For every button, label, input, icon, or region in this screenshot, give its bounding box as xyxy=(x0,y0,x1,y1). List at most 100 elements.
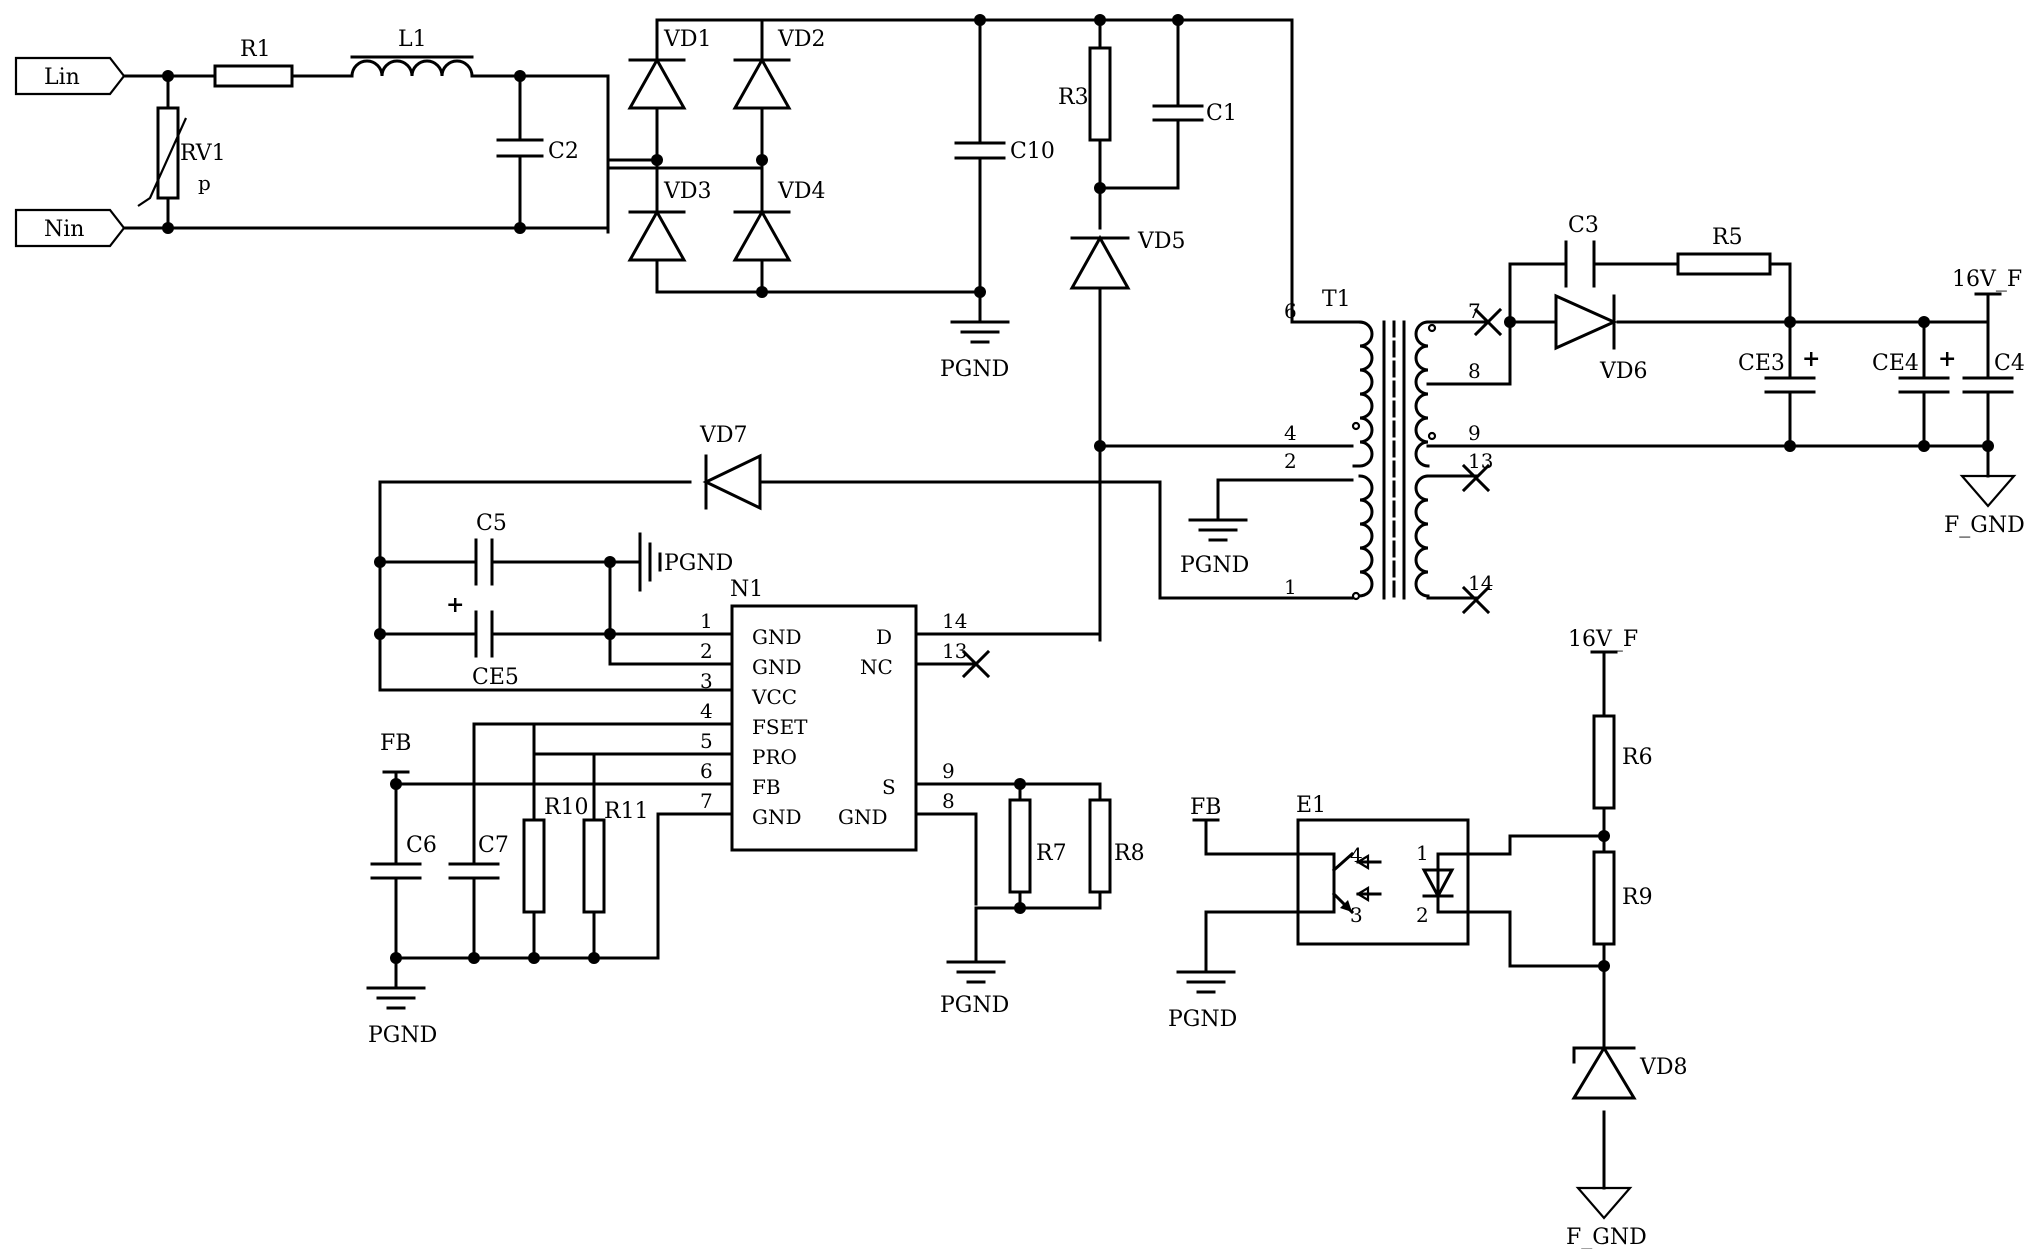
capacitor-c10: C10 xyxy=(956,20,1055,320)
resistor-r9: R9 xyxy=(1594,852,1653,944)
input-ports: Lin Nin xyxy=(16,58,124,246)
transformer-t1: T1 6 4 2 1 7 8 9 13 14 xyxy=(1284,287,1493,599)
svg-text:D: D xyxy=(876,625,892,649)
capacitor-c7: C7 xyxy=(450,833,509,878)
fgnd-symbol-2: F_GND xyxy=(1566,1188,1647,1249)
ic-n1: N1 GND GND VCC FSET PRO FB GND 1 2 3 4 5… xyxy=(700,577,967,850)
svg-text:S: S xyxy=(882,775,896,799)
svg-text:+: + xyxy=(1938,346,1956,372)
svg-text:1: 1 xyxy=(1416,841,1429,865)
svg-text:2: 2 xyxy=(1284,449,1297,473)
r1-label: R1 xyxy=(240,37,271,62)
svg-text:GND: GND xyxy=(752,655,802,679)
capacitor-c1: C1 xyxy=(1154,101,1237,126)
zener-vd8: VD8 xyxy=(1574,1048,1688,1098)
pgnd-symbol-6: PGND xyxy=(1168,972,1237,1032)
c2-label: C2 xyxy=(548,139,579,164)
r6-label: R6 xyxy=(1622,745,1653,770)
bridge-wiring xyxy=(608,20,1360,322)
svg-text:4: 4 xyxy=(1350,843,1363,867)
r3-label: R3 xyxy=(1058,85,1089,110)
svg-text:2: 2 xyxy=(700,639,713,663)
c10-label: C10 xyxy=(1010,139,1055,164)
svg-text:14: 14 xyxy=(942,609,967,633)
svg-text:6: 6 xyxy=(700,759,713,783)
svg-text:VCC: VCC xyxy=(751,685,797,709)
l1-label: L1 xyxy=(398,27,427,52)
svg-text:4: 4 xyxy=(700,699,713,723)
pgnd-label-5: PGND xyxy=(940,993,1009,1018)
pgnd-symbol-4: PGND xyxy=(368,988,437,1048)
resistor-r3: R3 xyxy=(1058,48,1110,140)
c5-label: C5 xyxy=(476,511,507,536)
capacitor-c5: C5 xyxy=(476,511,507,584)
svg-text:PRO: PRO xyxy=(752,745,797,769)
inductor-l1: L1 xyxy=(352,27,472,76)
v16-label-2: 16V_F xyxy=(1568,627,1638,652)
capacitor-c3: C3 xyxy=(1566,213,1599,286)
svg-text:NC: NC xyxy=(860,655,893,679)
vd3-label: VD3 xyxy=(663,179,712,204)
svg-text:7: 7 xyxy=(700,789,713,813)
diode-vd6: VD6 xyxy=(1556,296,1648,384)
svg-text:14: 14 xyxy=(1468,571,1493,595)
ce5-label: CE5 xyxy=(472,665,519,690)
ce3-label: CE3 xyxy=(1738,351,1785,376)
r8-label: R8 xyxy=(1114,841,1145,866)
resistor-r6: R6 xyxy=(1594,716,1653,808)
diode-vd5: VD5 xyxy=(1072,229,1186,288)
e1-label: E1 xyxy=(1296,793,1326,818)
c3-label: C3 xyxy=(1568,213,1599,238)
resistor-r7: R7 xyxy=(1010,800,1067,892)
svg-text:5: 5 xyxy=(700,729,713,753)
resistor-r5: R5 xyxy=(1678,225,1770,274)
svg-text:GND: GND xyxy=(752,805,802,829)
svg-text:+: + xyxy=(446,592,464,618)
vd8-label: VD8 xyxy=(1639,1055,1688,1080)
svg-text:3: 3 xyxy=(1350,903,1363,927)
fb-label-1: FB xyxy=(380,731,411,756)
pgnd-label-1: PGND xyxy=(940,357,1009,382)
capacitor-c2: C2 xyxy=(498,139,579,164)
fgnd-symbol-1: F_GND xyxy=(1944,476,2025,538)
svg-text:4: 4 xyxy=(1284,421,1297,445)
fgnd-label-1: F_GND xyxy=(1944,513,2025,538)
svg-text:1: 1 xyxy=(1284,575,1297,599)
optocoupler-e1: E1 4 3 1 2 xyxy=(1296,793,1468,944)
vd4-label: VD4 xyxy=(777,179,826,204)
rv1-label: RV1 xyxy=(180,141,226,166)
resistor-r8: R8 xyxy=(1090,800,1145,892)
c7-label: C7 xyxy=(478,833,509,858)
resistor-r1: R1 xyxy=(215,37,292,86)
vd2-label: VD2 xyxy=(777,27,826,52)
svg-text:13: 13 xyxy=(1468,449,1493,473)
c6-label: C6 xyxy=(406,833,437,858)
pgnd-label-4: PGND xyxy=(368,1023,437,1048)
fb-label-2: FB xyxy=(1190,795,1221,820)
capacitor-ce3: CE3 + xyxy=(1738,346,1820,392)
pgnd-symbol-2: PGND xyxy=(1180,520,1249,578)
svg-text:13: 13 xyxy=(942,639,967,663)
diode-vd4: VD4 xyxy=(735,179,826,260)
capacitor-ce5: CE5 + xyxy=(446,592,519,690)
r11-label: R11 xyxy=(604,799,649,824)
svg-text:2: 2 xyxy=(1416,903,1429,927)
diode-vd2: VD2 xyxy=(735,27,826,108)
pgnd-label-6: PGND xyxy=(1168,1007,1237,1032)
pgnd-symbol-5: PGND xyxy=(940,908,1009,1018)
vd7-label: VD7 xyxy=(699,423,748,448)
diode-vd3: VD3 xyxy=(630,179,712,260)
svg-text:+: + xyxy=(1802,346,1820,372)
r9-label: R9 xyxy=(1622,885,1653,910)
svg-text:8: 8 xyxy=(942,789,955,813)
pgnd-symbol-3: PGND xyxy=(640,534,733,590)
n1-label: N1 xyxy=(730,577,763,602)
svg-text:9: 9 xyxy=(942,759,955,783)
fgnd-label-2: F_GND xyxy=(1566,1225,1647,1249)
svg-text:GND: GND xyxy=(752,625,802,649)
c1-label: C1 xyxy=(1206,101,1237,126)
r5-label: R5 xyxy=(1712,225,1743,250)
r7-label: R7 xyxy=(1036,841,1067,866)
svg-text:1: 1 xyxy=(700,609,713,633)
